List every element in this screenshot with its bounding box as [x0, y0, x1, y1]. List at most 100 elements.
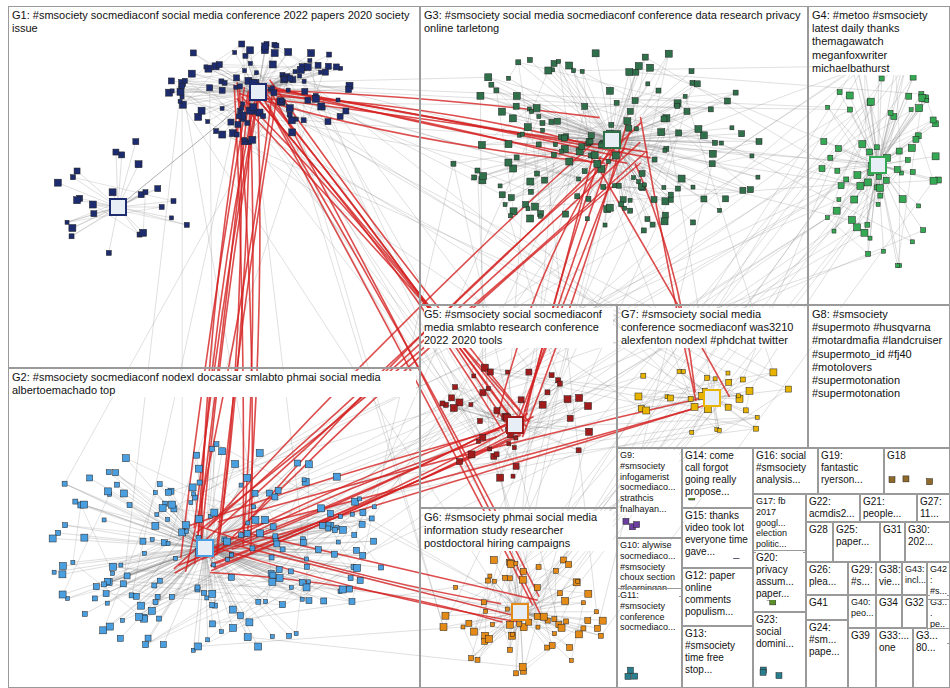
vertex: [705, 375, 710, 380]
group-edge: [454, 393, 483, 408]
vertex: [526, 207, 530, 211]
cross-edge: [321, 113, 890, 508]
vertex: [190, 50, 196, 56]
vertex: [165, 489, 171, 495]
vertex: [274, 541, 280, 547]
vertex: [250, 104, 257, 111]
cross-edge: [601, 181, 934, 636]
vertex: [346, 586, 352, 592]
vertex: [581, 601, 585, 605]
vertex: [507, 647, 512, 652]
vertex: [371, 538, 377, 544]
vertex: [637, 180, 641, 184]
vertex: [92, 596, 97, 601]
vertex: [509, 632, 516, 639]
vertex: [256, 599, 261, 604]
vertex: [280, 547, 285, 552]
heavy-edge: [212, 163, 641, 559]
vertex: [333, 64, 339, 70]
cross-edge: [248, 637, 523, 667]
group-edge: [172, 44, 242, 91]
vertex: [513, 92, 520, 99]
vertex: [819, 166, 825, 172]
vertex: [119, 152, 125, 158]
hub-vertex: [197, 540, 213, 556]
vertex: [899, 196, 906, 203]
vertex: [119, 563, 123, 567]
vertex: [595, 625, 601, 631]
vertex: [232, 460, 239, 467]
group-edge: [612, 140, 713, 154]
vertex: [628, 198, 632, 202]
vertex: [237, 613, 243, 619]
vertex: [346, 87, 352, 93]
vertex: [520, 132, 524, 136]
vertex: [300, 539, 306, 545]
vertex: [485, 578, 490, 583]
vertex: [308, 59, 312, 63]
vertex: [689, 69, 694, 74]
vertex: [656, 88, 661, 93]
vertex: [743, 408, 748, 413]
vertex: [289, 129, 296, 136]
vertex: [325, 63, 331, 69]
vertex: [69, 225, 76, 232]
vertex: [488, 574, 492, 578]
vertex: [241, 102, 245, 106]
vertex: [261, 114, 266, 119]
vertex: [117, 635, 123, 641]
vertex: [566, 158, 573, 165]
vertex: [606, 204, 613, 211]
vertex: [485, 74, 492, 81]
vertex: [54, 179, 61, 186]
heavy-edge: [635, 163, 695, 392]
cross-edge: [513, 144, 863, 634]
vertex: [352, 533, 357, 538]
vertex: [195, 113, 202, 120]
group-edge: [507, 418, 579, 451]
cross-edge: [274, 93, 665, 202]
vertex: [280, 98, 284, 102]
vertex: [481, 600, 486, 605]
vertex: [478, 141, 485, 148]
vertex: [713, 377, 717, 381]
vertex: [160, 642, 166, 648]
hub-vertex: [110, 199, 126, 215]
vertex: [304, 564, 309, 569]
group-edge: [664, 83, 693, 188]
vertex: [204, 65, 208, 69]
vertex: [486, 387, 490, 391]
vertex: [866, 251, 871, 256]
vertex: [746, 387, 753, 394]
vertex: [553, 632, 557, 636]
vertex: [688, 396, 693, 401]
vertex: [211, 509, 218, 516]
vertex: [895, 264, 899, 268]
vertex: [243, 53, 248, 58]
vertex: [754, 426, 759, 431]
vertex: [494, 452, 499, 457]
vertex: [624, 118, 631, 125]
heavy-edge: [174, 142, 640, 569]
cross-edge: [569, 66, 912, 242]
group-edge: [123, 584, 308, 601]
vertex: [740, 377, 745, 382]
vertex: [639, 171, 645, 177]
vertex: [360, 552, 366, 558]
vertex: [526, 369, 532, 375]
vertex: [224, 538, 231, 545]
cross-edge: [132, 50, 250, 595]
vertex: [295, 460, 301, 466]
group-edge: [612, 109, 711, 140]
vertex: [337, 113, 343, 119]
vertex: [287, 112, 292, 117]
vertex: [182, 522, 189, 529]
hub-vertex: [704, 390, 720, 406]
vertex: [106, 250, 111, 255]
vertex: [220, 106, 224, 110]
vertex: [494, 408, 500, 414]
vertex: [564, 619, 569, 624]
vertex: [472, 374, 476, 378]
vertex: [507, 576, 512, 581]
vertex: [634, 522, 640, 528]
